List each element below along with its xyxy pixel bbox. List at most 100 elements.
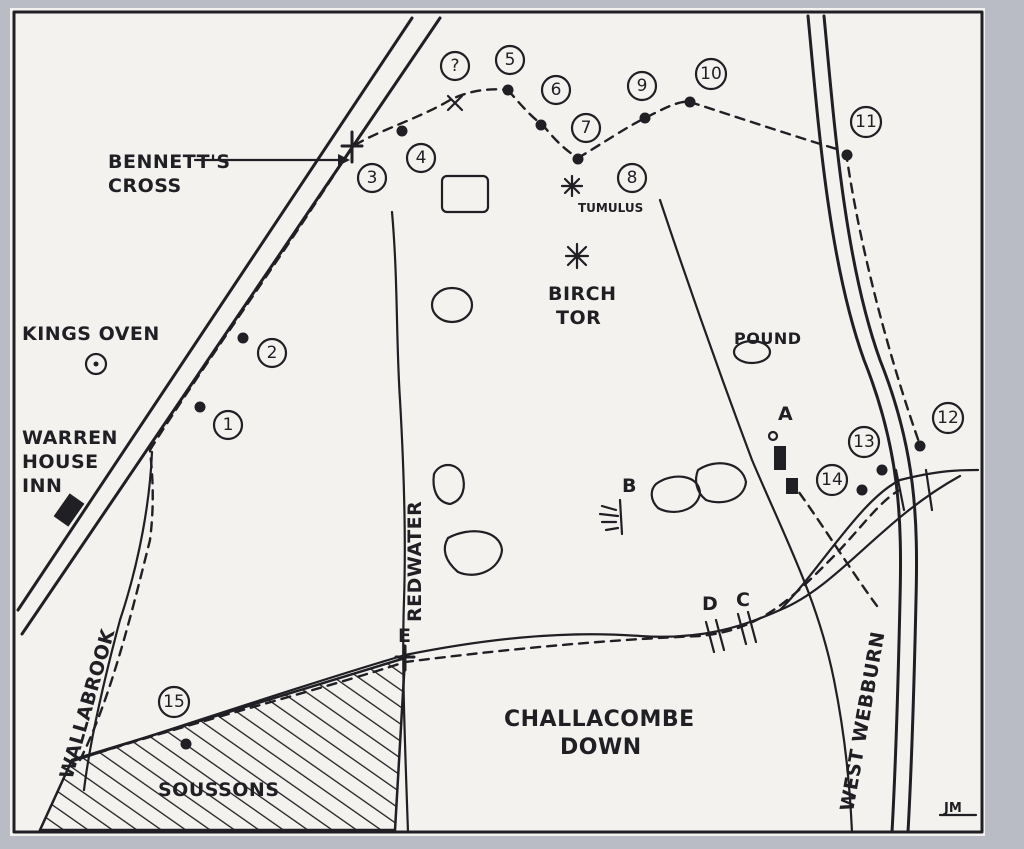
site-e-label: E (398, 625, 411, 647)
kings-oven-label: KINGS OVEN (22, 323, 160, 345)
challacombe-label-line1: CHALLACOMBE (504, 707, 695, 732)
svg-text:3: 3 (367, 168, 378, 188)
map-frame (12, 10, 984, 834)
route-dot-2 (237, 332, 249, 344)
bennetts-cross-arrowhead (338, 154, 350, 166)
route-side-track (788, 478, 882, 612)
waypoint-6: 6 (540, 74, 572, 106)
site-a-marker (767, 430, 779, 442)
route-lower (80, 488, 902, 760)
svg-text:15: 15 (163, 692, 185, 712)
site-d-label: D (702, 593, 718, 615)
svg-text:7: 7 (581, 118, 592, 138)
warren-label-line1: WARREN (22, 427, 118, 449)
waypoint-unknown: ? (439, 50, 471, 82)
soussons-label: SOUSSONS (158, 779, 280, 801)
enclosure-2 (430, 286, 474, 324)
crossing-marks-12 (894, 468, 934, 512)
site-a-label: A (778, 403, 793, 425)
svg-text:9: 9 (637, 76, 648, 96)
field-b-1 (650, 475, 702, 513)
main-road-edge-west (16, 16, 414, 612)
route-dot-12 (914, 440, 926, 452)
kings-oven-symbol (84, 352, 108, 376)
svg-text:8: 8 (627, 168, 638, 188)
field-b-2 (695, 462, 748, 504)
redwater-stream (390, 210, 410, 834)
route-cross-mark-7q (446, 94, 464, 112)
enclosure-1 (440, 174, 490, 214)
enclosure-3 (432, 463, 465, 506)
svg-text:5: 5 (505, 50, 516, 70)
route-dot-7 (572, 153, 584, 165)
route-dot-1 (194, 401, 206, 413)
pound-label: POUND (734, 329, 802, 348)
route-dot-13 (876, 464, 888, 476)
waypoint-11: 11 (849, 105, 883, 139)
building-a-2 (786, 478, 798, 494)
waypoint-8: 8 (616, 162, 648, 194)
waypoint-9: 9 (626, 70, 658, 102)
crossing-marks-cd (704, 610, 758, 654)
redwater-label: REDWATER (404, 501, 426, 622)
route-7-to-10 (576, 100, 692, 160)
west-webburn-stream (658, 198, 854, 834)
waypoint-1: 1 (212, 409, 244, 441)
svg-text:6: 6 (551, 80, 562, 100)
map-paper (10, 8, 985, 836)
route-dot-11 (841, 149, 853, 161)
svg-text:4: 4 (416, 148, 427, 168)
svg-text:11: 11 (855, 112, 877, 132)
route-dot-5 (502, 84, 514, 96)
svg-text:13: 13 (853, 432, 875, 452)
warren-label-line2: HOUSE (22, 451, 99, 473)
svg-text:14: 14 (821, 470, 843, 490)
svg-text:10: 10 (700, 64, 722, 84)
enclosure-4 (443, 530, 504, 576)
svg-text:1: 1 (223, 415, 234, 435)
waypoint-3: 3 (356, 162, 388, 194)
svg-text:?: ? (450, 56, 459, 76)
birch-tor-symbol (564, 242, 590, 270)
route-wallabrook (78, 448, 154, 762)
route-dot-9 (639, 112, 651, 124)
site-b-label: B (622, 475, 637, 497)
birch-tor-label-line2: TOR (556, 307, 601, 329)
waypoint-12: 12 (931, 401, 965, 435)
route-11-to-12 (844, 150, 922, 447)
route-dot-15 (180, 738, 192, 750)
waypoint-14: 14 (815, 463, 849, 497)
pound-enclosure (732, 339, 772, 365)
waypoint-5: 5 (494, 44, 526, 76)
artist-signature: JM (943, 801, 962, 816)
bennetts-label-line2: CROSS (108, 175, 182, 197)
building-a-1 (774, 446, 786, 470)
route-dot-14 (856, 484, 868, 496)
wallabrook-stream (82, 450, 154, 792)
soussons-plantation (38, 656, 407, 832)
route-dot-6 (535, 119, 547, 131)
waypoint-2: 2 (256, 337, 288, 369)
waypoint-15: 15 (157, 685, 191, 719)
route-dot-10 (684, 96, 696, 108)
waypoint-4: 4 (405, 142, 437, 174)
site-c-label: C (736, 589, 750, 611)
challacombe-label-line2: DOWN (560, 735, 642, 760)
warren-house-inn-building (53, 493, 85, 527)
route-to-5 (353, 88, 510, 147)
tumulus-label: TUMULUS (578, 201, 643, 215)
route-10-to-11 (688, 100, 842, 152)
svg-text:12: 12 (937, 408, 959, 428)
track-east (778, 468, 980, 612)
waypoint-7: 7 (570, 112, 602, 144)
birch-tor-label-line1: BIRCH (548, 283, 617, 305)
route-roadside (148, 148, 352, 452)
waypoint-10: 10 (694, 57, 728, 91)
west-webburn-road-west (806, 14, 903, 834)
waypoint-13: 13 (847, 425, 881, 459)
site-b-symbol (598, 498, 624, 536)
kings-oven-centre (93, 361, 99, 367)
route-dot-4 (396, 125, 408, 137)
